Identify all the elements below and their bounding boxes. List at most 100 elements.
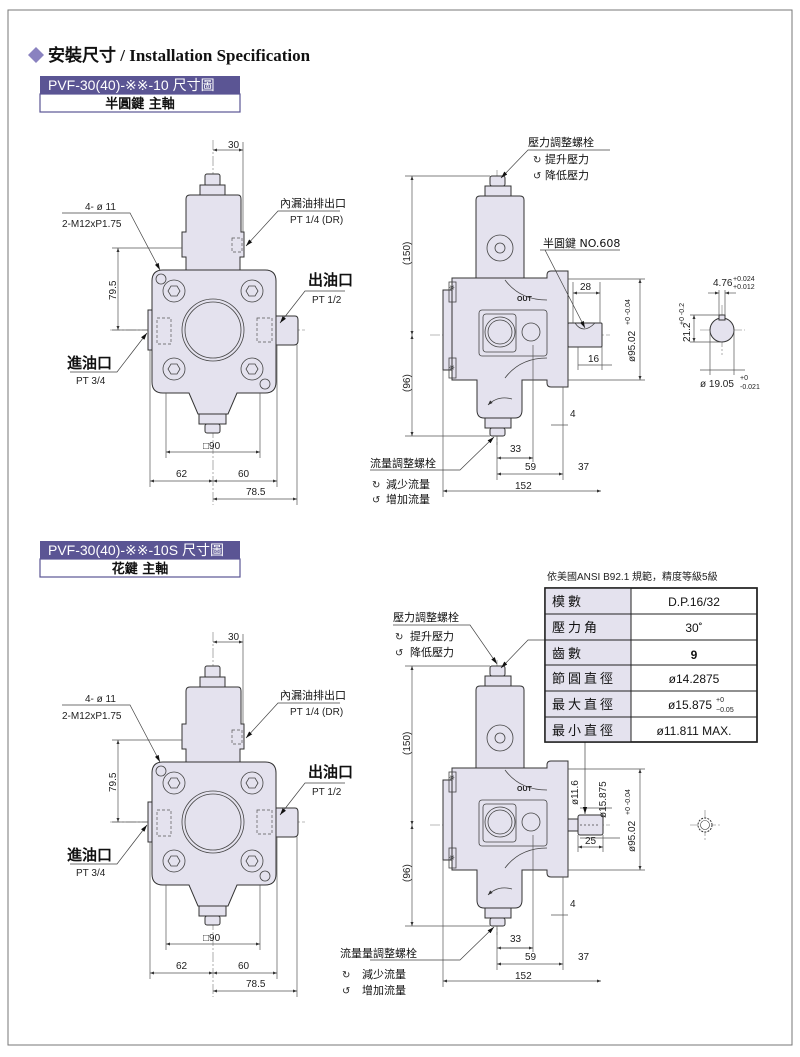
- drain-port-label: 內漏油排出口: [280, 196, 346, 210]
- inlet-port-size: PT 3/4: [76, 376, 106, 387]
- row-value: 30˚: [685, 621, 702, 635]
- dim-30: 30: [228, 632, 240, 643]
- front-view-labels: 30 4- ø 11 2-M12xP1.75 內漏油排出口 PT 1/4 (DR…: [62, 632, 353, 990]
- flow-screw-label: 流量量調整螺栓: [340, 946, 417, 960]
- dim-28: 28: [580, 282, 592, 293]
- outlet-port-size: PT 1/2: [312, 787, 342, 798]
- reduce-flow-label: 減少流量: [386, 477, 430, 491]
- row-label: 模數: [552, 595, 584, 610]
- drain-port-size: PT 1/4 (DR): [290, 707, 343, 718]
- ccw-rotate-icon: ↺: [372, 495, 380, 506]
- dim-96: (96): [402, 374, 413, 392]
- pressure-screw-label: 壓力調整螺栓: [528, 135, 594, 149]
- dim-25: 25: [585, 836, 597, 847]
- dim-59: 59: [525, 462, 537, 473]
- drain-port-label: 內漏油排出口: [280, 688, 346, 702]
- dim-37: 37: [578, 952, 590, 963]
- row-label: 最大直徑: [552, 698, 616, 713]
- section-keyed-shaft: PVF-30(40)-※※-10 尺寸圖 半圓鍵 主軸 30 4- ø 11 2…: [39, 76, 760, 506]
- cw-rotate-icon: ↻: [342, 970, 350, 981]
- section-spline-shaft: PVF-30(40)-※※-10S 尺寸圖 花鍵 主軸 30 4- ø 11 2…: [39, 541, 758, 997]
- shaft-dia-tol-upper: +0: [740, 375, 748, 382]
- key-height-tol: +0 -0.2: [679, 303, 686, 325]
- key-width-tol-upper: +0.024: [733, 276, 755, 283]
- dim-37: 37: [578, 462, 590, 473]
- dim-152: 152: [515, 971, 532, 982]
- dim-4: 4: [570, 899, 576, 910]
- table-row: 壓力角 30˚: [552, 621, 703, 636]
- dim-60: 60: [238, 469, 250, 480]
- lower-pressure-label: 降低壓力: [410, 645, 454, 659]
- shaft-type: 半圓鍵 主軸: [105, 96, 175, 112]
- side-view-labels: 壓力調整螺栓 ↻ 提升壓力 ↺ 降低壓力 OUT (150) (96) ø11.…: [340, 610, 638, 997]
- ccw-rotate-icon: ↺: [395, 648, 403, 659]
- dim-59: 59: [525, 952, 537, 963]
- row-label: 齒數: [552, 647, 584, 662]
- diamond-bullet-icon: [28, 47, 44, 63]
- row-value: ø14.2875: [669, 672, 720, 686]
- dim-16: 16: [588, 354, 600, 365]
- dim-96: (96): [402, 864, 413, 882]
- table-row: 齒數 9: [552, 647, 698, 662]
- page-title: 安裝尺寸 / Installation Specification: [48, 45, 311, 65]
- drain-port-size: PT 1/4 (DR): [290, 215, 343, 226]
- dim-152: 152: [515, 481, 532, 492]
- row-tol-lower: −0.05: [716, 707, 734, 714]
- dim-78-5: 78.5: [246, 979, 266, 990]
- cw-rotate-icon: ↻: [395, 632, 403, 643]
- increase-flow-label: 增加流量: [362, 983, 406, 997]
- bolt-thread-label: 2-M12xP1.75: [62, 219, 122, 230]
- inlet-port-label: 進油口: [67, 846, 112, 864]
- raise-pressure-label: 提升壓力: [410, 630, 454, 643]
- row-value: D.P.16/32: [668, 595, 720, 609]
- model-header-bar: [40, 76, 240, 94]
- cw-rotate-icon: ↻: [372, 480, 380, 491]
- cw-rotate-icon: ↻: [533, 155, 541, 166]
- dim-11-6: ø11.6: [570, 780, 581, 805]
- row-tol-upper: +0: [716, 697, 724, 704]
- model-header-bar: [40, 541, 240, 559]
- inlet-port-size: PT 3/4: [76, 868, 106, 879]
- increase-flow-label: 增加流量: [386, 492, 430, 506]
- table-row: 最小直徑 ø11.811 MAX.: [552, 724, 731, 739]
- key-label: 半圓鍵 NO.608: [543, 236, 620, 250]
- row-label: 壓力角: [552, 621, 600, 636]
- table-row: 最大直徑 ø15.875 +0 −0.05: [552, 697, 734, 714]
- lower-pressure-label: 降低壓力: [545, 168, 589, 182]
- reduce-flow-label: 減少流量: [362, 967, 406, 981]
- dim-79-5: 79.5: [108, 280, 119, 300]
- dim-square-90: □90: [203, 933, 221, 944]
- key-detail: 4.76 +0.024 +0.012 21.2 +0 -0.2 ø 19.05 …: [679, 276, 760, 391]
- dim-78-5: 78.5: [246, 487, 266, 498]
- side-view-drawing: [370, 150, 645, 497]
- dim-pilot-diameter: ø95.02: [627, 330, 638, 362]
- spline-spec-table: 依美國ANSI B92.1 規範，精度等級5級 模數 D.P.16/32 壓力角…: [544, 570, 758, 743]
- pressure-screw-label: 壓力調整螺栓: [393, 610, 459, 624]
- dim-150: (150): [402, 242, 413, 265]
- page-border: [7, 9, 793, 1046]
- out-mark: OUT: [517, 296, 533, 303]
- row-label: 最小直徑: [552, 724, 616, 739]
- table-row: 節圓直徑 ø14.2875: [552, 672, 720, 687]
- dim-33: 33: [510, 444, 522, 455]
- table-caption: 依美國ANSI B92.1 規範，精度等級5級: [547, 570, 718, 583]
- dim-30: 30: [228, 140, 240, 151]
- row-value: ø15.875: [668, 698, 712, 712]
- flow-screw-label: 流量調整螺栓: [370, 456, 436, 470]
- keyed-shaft: [540, 249, 620, 370]
- raise-pressure-label: 提升壓力: [545, 153, 589, 166]
- shaft-dia-tol-lower: -0.021: [740, 384, 760, 391]
- shaft-type: 花鍵 主軸: [112, 561, 169, 577]
- outlet-port-label: 出油口: [308, 763, 353, 781]
- dim-square-90: □90: [203, 441, 221, 452]
- spline-shaft: [567, 742, 620, 852]
- bolt-holes-label: 4- ø 11: [85, 202, 116, 213]
- row-value: ø11.811 MAX.: [657, 724, 732, 738]
- key-width-tol-lower: +0.012: [733, 284, 755, 291]
- dim-33: 33: [510, 934, 522, 945]
- inlet-port-label: 進油口: [67, 354, 112, 372]
- spline-end-view-icon: [690, 810, 720, 840]
- dim-pilot-tolerance: +0 -0.04: [625, 789, 632, 815]
- dim-79-5: 79.5: [108, 772, 119, 792]
